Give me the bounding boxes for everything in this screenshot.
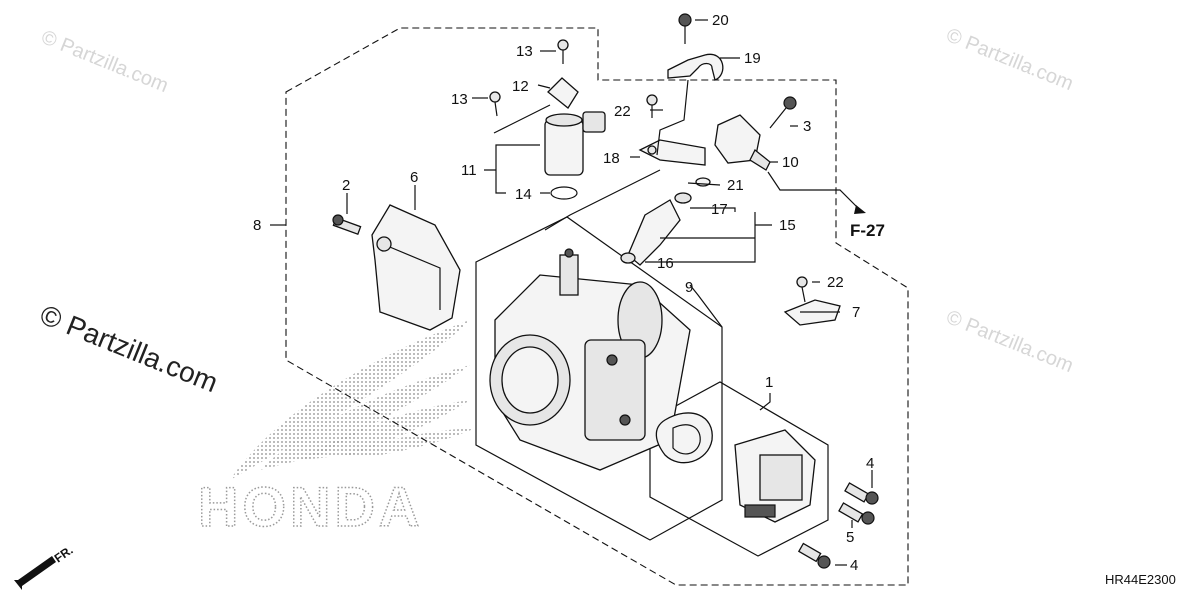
gasket (655, 412, 713, 464)
bolt-3 (769, 96, 797, 129)
callout-20: 20 (712, 12, 729, 29)
callout-10: 10 (782, 154, 799, 171)
front-arrow-icon (14, 556, 56, 590)
reference-label: F-27 (850, 221, 885, 240)
callout-22-top: 22 (614, 103, 631, 120)
callout-11: 11 (461, 162, 477, 179)
throttle-body (489, 248, 691, 471)
bolt-4-top (844, 482, 879, 505)
watermark-top-right: © Partzilla.com (943, 24, 1076, 95)
callout-12: 12 (512, 78, 529, 95)
callout-17: 17 (711, 201, 728, 218)
callout-13-left: 13 (451, 91, 468, 108)
callout-19: 19 (744, 50, 761, 67)
callout-21: 21 (727, 177, 744, 194)
reference-arrow-icon (854, 205, 866, 214)
callout-1: 1 (765, 374, 773, 391)
hose-clamp (667, 53, 724, 81)
watermark-mid-right: © Partzilla.com (943, 306, 1076, 377)
bolt-4-bottom (797, 542, 831, 569)
idle-sensor (714, 114, 771, 171)
screw-13-b (489, 91, 501, 117)
callouts: 1 2 3 4 5 4 6 7 8 9 10 11 12 13 13 14 15… (253, 12, 874, 574)
callout-5: 5 (846, 529, 854, 546)
callout-15: 15 (779, 217, 796, 234)
callout-18: 18 (603, 150, 620, 167)
watermark-left-large: © Partzilla.com (36, 299, 223, 398)
callout-9: 9 (685, 279, 693, 296)
throttle-sensor (734, 429, 816, 523)
bolt-20 (678, 13, 692, 44)
callout-8: 8 (253, 217, 261, 234)
screw-22-bottom (796, 276, 808, 303)
callout-16: 16 (657, 255, 674, 272)
callout-2: 2 (342, 177, 350, 194)
callout-6: 6 (410, 169, 418, 186)
sensor-group-boundary (649, 381, 829, 557)
callout-4-top: 4 (866, 455, 874, 472)
callout-22-bottom: 22 (827, 274, 844, 291)
bolt-5 (838, 502, 875, 525)
leader-lines (270, 19, 873, 566)
screw-13-a (557, 39, 569, 64)
assembly-boundary (285, 27, 909, 586)
injector (620, 177, 711, 266)
map-sensor (544, 111, 606, 200)
honda-wing-logo (230, 320, 475, 480)
callout-14: 14 (515, 186, 532, 203)
watermark-top-left: © Partzilla.com (38, 26, 171, 97)
callout-7: 7 (852, 304, 860, 321)
honda-brand-text: HONDA (198, 475, 423, 538)
bracket-18 (638, 139, 706, 166)
screw-22-top (646, 94, 658, 118)
callout-13-top: 13 (516, 43, 533, 60)
callout-3: 3 (803, 118, 811, 135)
bracket-12 (547, 77, 579, 109)
bolt-2 (332, 214, 362, 236)
diagram-code: HR44E2300 (1105, 572, 1176, 587)
callout-4-bottom: 4 (850, 557, 858, 574)
cover (371, 204, 461, 331)
